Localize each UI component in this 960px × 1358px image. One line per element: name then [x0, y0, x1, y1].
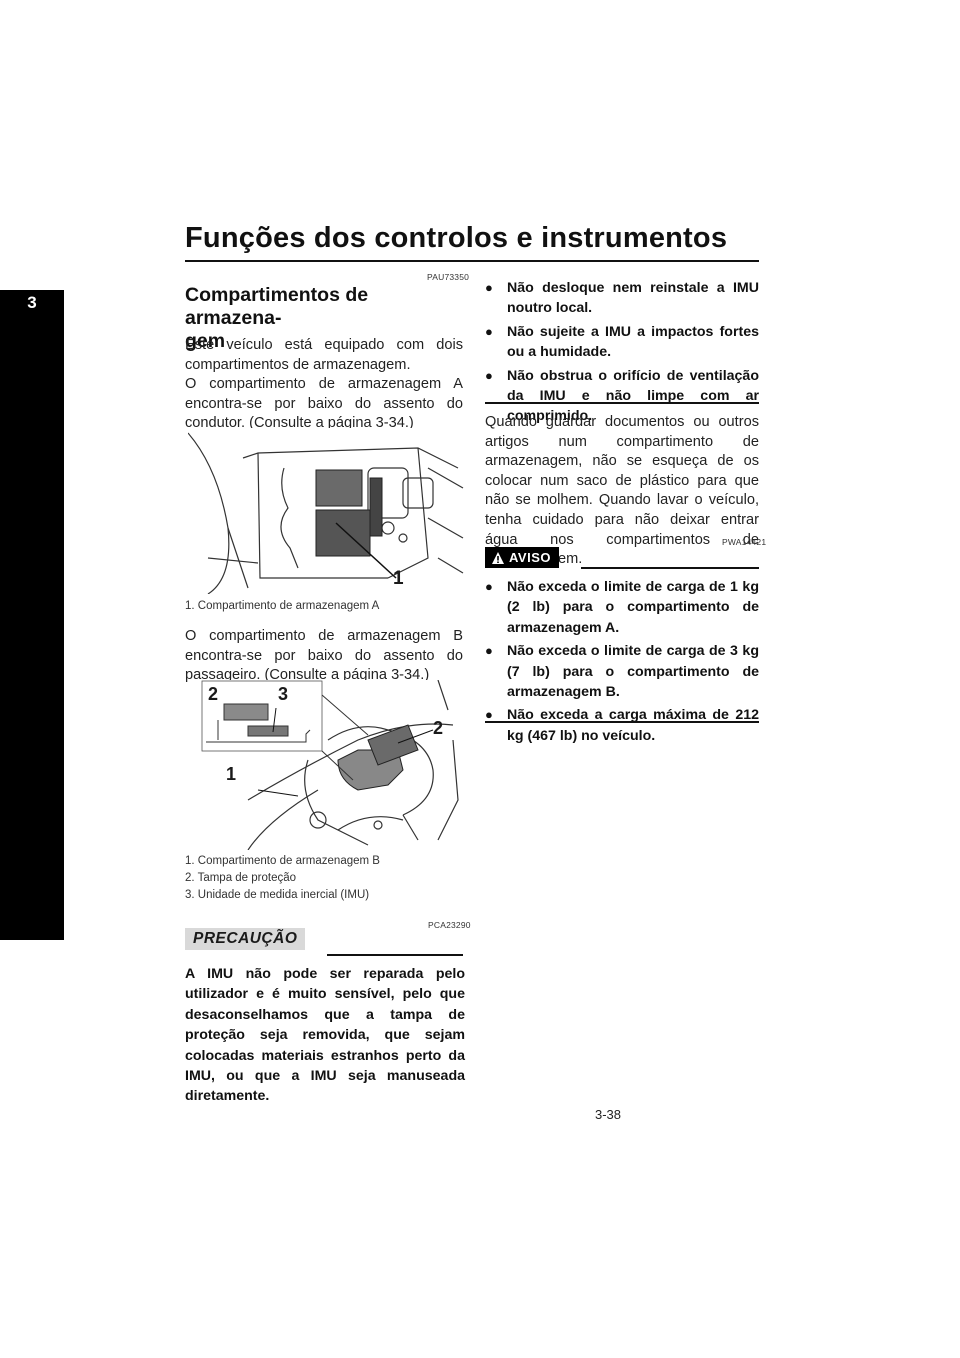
list-item: ●Não sujeite a IMU a impactos fortes ou … [485, 323, 759, 361]
warning-badge: AVISO [485, 547, 559, 568]
section-title: Compartimentos de armazena- gem [185, 284, 465, 353]
list-item: ●Não obstrua o orifício de ventilação da… [485, 367, 759, 425]
caution-end-rule [485, 402, 759, 404]
caution-code: PCA23290 [428, 920, 471, 930]
warning-icon [492, 551, 504, 564]
figure-compartment-b: 2 3 2 1 [188, 680, 464, 850]
caution-rule [327, 954, 463, 956]
warning-label: AVISO [509, 550, 551, 565]
section-title-line1: Compartimentos de armazena- [185, 284, 369, 329]
figure-b-callout-3: 3 [278, 684, 289, 704]
load-warnings-list: ●Não exceda o limite de carga de 1 kg (2… [485, 577, 759, 749]
page-header-title: Funções dos controlos e instrumentos [185, 222, 728, 254]
figure-b-callout-2: 2 [433, 718, 444, 738]
list-item: ●Não exceda o limite de carga de 3 kg (7… [485, 643, 759, 701]
compartment-b-illustration [201, 680, 459, 850]
page-number: 3-38 [595, 1107, 622, 1122]
imu-warnings-list: ●Não desloque nem reinstale a IMU noutro… [485, 278, 759, 430]
compartment-a-illustration [188, 432, 464, 594]
caution-heading: PRECAUÇÃO [185, 928, 465, 958]
warning-rule [581, 567, 759, 569]
warning-end-rule [485, 721, 759, 723]
warning-heading: AVISO [485, 547, 759, 575]
figure-b-callout-1: 1 [226, 764, 237, 784]
list-item: ●Não exceda o limite de carga de 1 kg (2… [485, 579, 759, 636]
caption-item: 2. Tampa de proteção [185, 872, 297, 884]
header-rule [185, 260, 759, 262]
figure-a-caption: 1. Compartimento de armazenagem A [185, 598, 465, 615]
figure-compartment-a: 1 [188, 428, 464, 594]
figure-b-caption-list: 1. Compartimento de armazenagem B 2. Tam… [185, 853, 465, 904]
caption-item: 1. Compartimento de armazenagem B [185, 855, 380, 867]
caption-item: 3. Unidade de medida inercial (IMU) [185, 889, 370, 901]
list-item: ●Não exceda a carga máxima de 212 kg (46… [485, 707, 759, 744]
compartment-a-paragraph: O compartimento de armazenagem A encontr… [185, 376, 463, 432]
warning-code: PWA14421 [722, 537, 767, 547]
chapter-tab-number: 3 [27, 293, 37, 312]
caption-item: 1. Compartimento de armazenagem A [185, 600, 380, 612]
intro-paragraph: Este veículo está equipado com dois comp… [185, 337, 463, 373]
caution-text: A IMU não pode ser reparada pelo utiliza… [185, 966, 465, 1105]
chapter-tab [0, 290, 64, 940]
section-code: PAU73350 [427, 272, 470, 282]
caution-badge: PRECAUÇÃO [185, 928, 306, 950]
storage-paragraph: Quando guardar documentos ou outros arti… [485, 414, 759, 567]
compartment-b-paragraph: O compartimento de armazenagem B encontr… [185, 628, 463, 684]
figure-b-callout-2-inset: 2 [208, 684, 219, 704]
figure-a-callout-1: 1 [393, 568, 404, 589]
list-item: ●Não desloque nem reinstale a IMU noutro… [485, 280, 759, 317]
section-title-line2: gem [185, 330, 226, 352]
